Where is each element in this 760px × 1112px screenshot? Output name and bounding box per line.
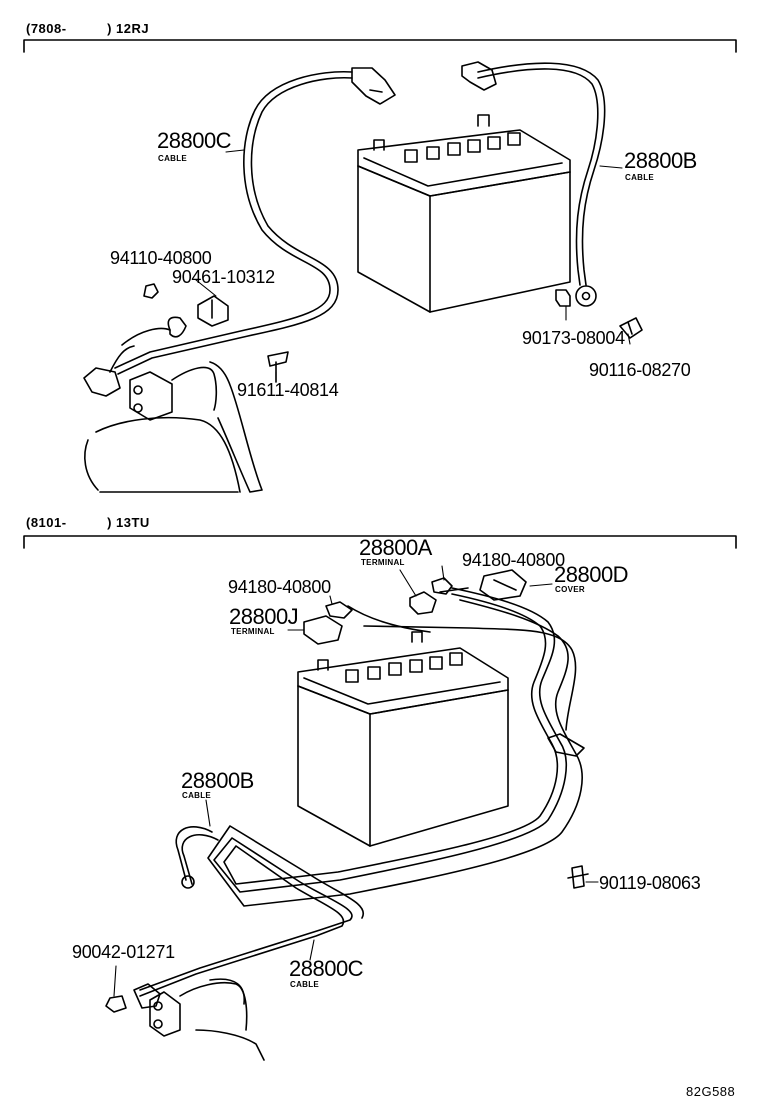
label-28800D: 28800D: [554, 562, 629, 587]
desc-cover-28800D: COVER: [555, 585, 585, 594]
starter-top: [83, 295, 289, 493]
section1-frame: [23, 39, 737, 53]
label-94110-40800: 94110-40800: [110, 248, 212, 268]
label-94180-40800-left: 94180-40800: [228, 577, 331, 597]
label-90116-08270: 90116-08270: [589, 360, 691, 380]
battery-top: [357, 114, 571, 313]
label-94180-40800-right: 94180-40800: [462, 550, 565, 570]
terminals-bottom: [303, 569, 527, 645]
label-90461-10312: 90461-10312: [172, 267, 275, 287]
desc-terminal-28800J: TERMINAL: [231, 627, 275, 636]
battery-bottom: [297, 631, 509, 847]
label-28800J: 28800J: [229, 604, 299, 629]
label-28800A: 28800A: [359, 535, 432, 560]
label-28800B-top: 28800B: [624, 148, 697, 173]
desc-cable-28800C-top: CABLE: [158, 154, 188, 163]
cable-28800C-top: [114, 67, 396, 375]
cable-routing-bottom: [139, 587, 585, 997]
label-90042-01271: 90042-01271: [72, 942, 175, 962]
label-28800C-bottom: 28800C: [289, 956, 364, 981]
section1-header: (7808- ) 12RJ: [26, 21, 150, 36]
label-28800B-bottom: 28800B: [181, 768, 254, 793]
cable-28800B-top: [461, 61, 643, 339]
diagram-code: 82G588: [686, 1084, 736, 1099]
leader-lines: [113, 149, 631, 997]
starter-bottom: [105, 865, 589, 1061]
nuts-top: [143, 283, 159, 299]
desc-cable-28800B-top: CABLE: [625, 173, 655, 182]
label-28800C-top: 28800C: [157, 128, 232, 153]
desc-terminal-28800A: TERMINAL: [361, 558, 405, 567]
section2-frame: [23, 535, 737, 549]
desc-cable-28800C-bottom: CABLE: [290, 980, 320, 989]
section2-header: (8101- ) 13TU: [26, 515, 150, 530]
label-91611-40814: 91611-40814: [237, 380, 339, 400]
label-90119-08063: 90119-08063: [599, 873, 701, 893]
label-90173-08004: 90173-08004: [522, 328, 625, 348]
desc-cable-28800B-bottom: CABLE: [182, 791, 212, 800]
